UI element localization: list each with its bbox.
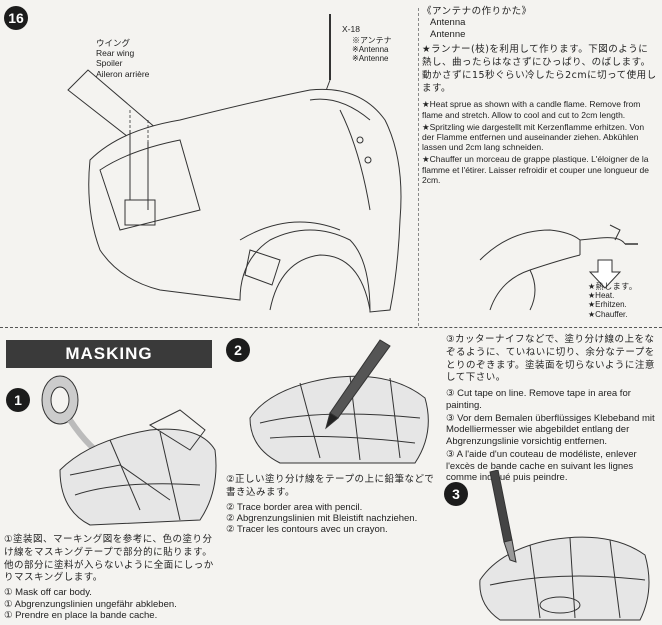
rear-wing-label: ウイング Rear wing Spoiler Aileron arrière [96,38,150,79]
heat-labels: ★熱します。 ★Heat. ★Erhitzen. ★Chauffer. [588,282,637,319]
masking-step-3-badge: 3 [444,482,468,506]
step-2-en: ② Trace border area with pencil. [226,501,363,513]
masking-step-3-illustration [479,470,650,621]
step-number: 1 [14,391,22,408]
antenna-howto-body-jp: ★ランナー(枝)を利用して作ります。下図のように熱し、曲ったらはなさずにひっぱり… [422,44,657,94]
antenna-jp: ※アンテナ [352,36,392,45]
heat-fr: ★Chauffer. [588,309,628,319]
step-number: 3 [452,485,460,502]
step-16-badge: 16 [4,6,28,30]
step-2-de: ② Abgrenzungslinien mit Bleistift nachzi… [226,513,418,525]
antenna-howto-title-en: Antenna [430,17,466,29]
antenna-howto: 《アンテナの作りかた》 Antenna Antenne ★ランナー(枝)を利用し… [422,6,658,185]
masking-step-1-illustration [41,375,217,526]
antenna-de: ※Antenne [352,54,389,64]
masking-title: MASKING [65,343,153,363]
car-rear-wing-illustration [67,14,402,313]
heat-en: ★Heat. [588,291,615,301]
step-2-jp: ②正しい塗り分け線をテープの上に鉛筆などで書き込みます。 [226,474,435,498]
antenna-howto-de: ★Spritzling wie dargestellt mit Kerzenfl… [422,121,645,153]
antenna-labels: ※アンテナ ※Antenna ※Antenne [352,36,392,64]
heat-jp: ★熱します。 [588,282,638,291]
masking-step-2-text: ②正しい塗り分け線をテープの上に鉛筆などで書き込みます。 ② Trace bor… [226,474,436,536]
step-2-fr: ② Tracer les contours avec un crayon. [226,524,388,536]
masking-step-3-text: ③カッターナイフなどで、塗り分け線の上をなぞるように、ていねいに切り、余分なテー… [446,334,658,483]
step-number: 16 [8,9,24,26]
antenna-howto-title-de: Antenne [430,28,466,40]
antenna-en: ※Antenna [352,45,389,55]
sprue-stretching-illustration [479,224,638,311]
masking-step-1-text: ①塗装図、マーキング図を参考に、色の塗り分け線をマスキングテープで部分的に貼りま… [4,534,220,621]
masking-header: MASKING [6,340,212,368]
section-divider-vertical [418,8,419,326]
step-3-de: ③ Vor dem Bemalen überflüssiges Klebeban… [446,413,655,447]
masking-step-1-badge: 1 [6,388,30,412]
antenna-howto-en: ★Heat sprue as shown with a candle flame… [422,99,641,120]
antenna-howto-fr: ★Chauffer un morceau de grappe plastique… [422,154,649,185]
antenna-howto-title-jp: 《アンテナの作りかた》 [422,6,532,17]
step-1-fr: ① Prendre en place la bande cache. [4,610,158,622]
step-3-fr: ③ A l'aide d'un couteau de modéliste, en… [446,449,637,483]
step-3-en: ③ Cut tape on line. Remove tape in area … [446,388,631,411]
step-1-jp: ①塗装図、マーキング図を参考に、色の塗り分け線をマスキングテープで部分的に貼りま… [4,534,214,584]
step-3-jp: ③カッターナイフなどで、塗り分け線の上をなぞるように、ていねいに切り、余分なテー… [446,334,655,384]
masking-step-2-illustration [249,339,429,464]
masking-step-2-badge: 2 [226,338,250,362]
heat-de: ★Erhitzen. [588,300,627,310]
antenna-part-label: X-18 [342,24,360,34]
step-number: 2 [234,341,242,358]
antenna-part-number: X-18 [342,24,360,34]
step-1-en: ① Mask off car body. [4,587,92,599]
step-1-de: ① Abgrenzungslinien ungefähr abkleben. [4,598,177,610]
section-divider-horizontal [0,327,662,328]
